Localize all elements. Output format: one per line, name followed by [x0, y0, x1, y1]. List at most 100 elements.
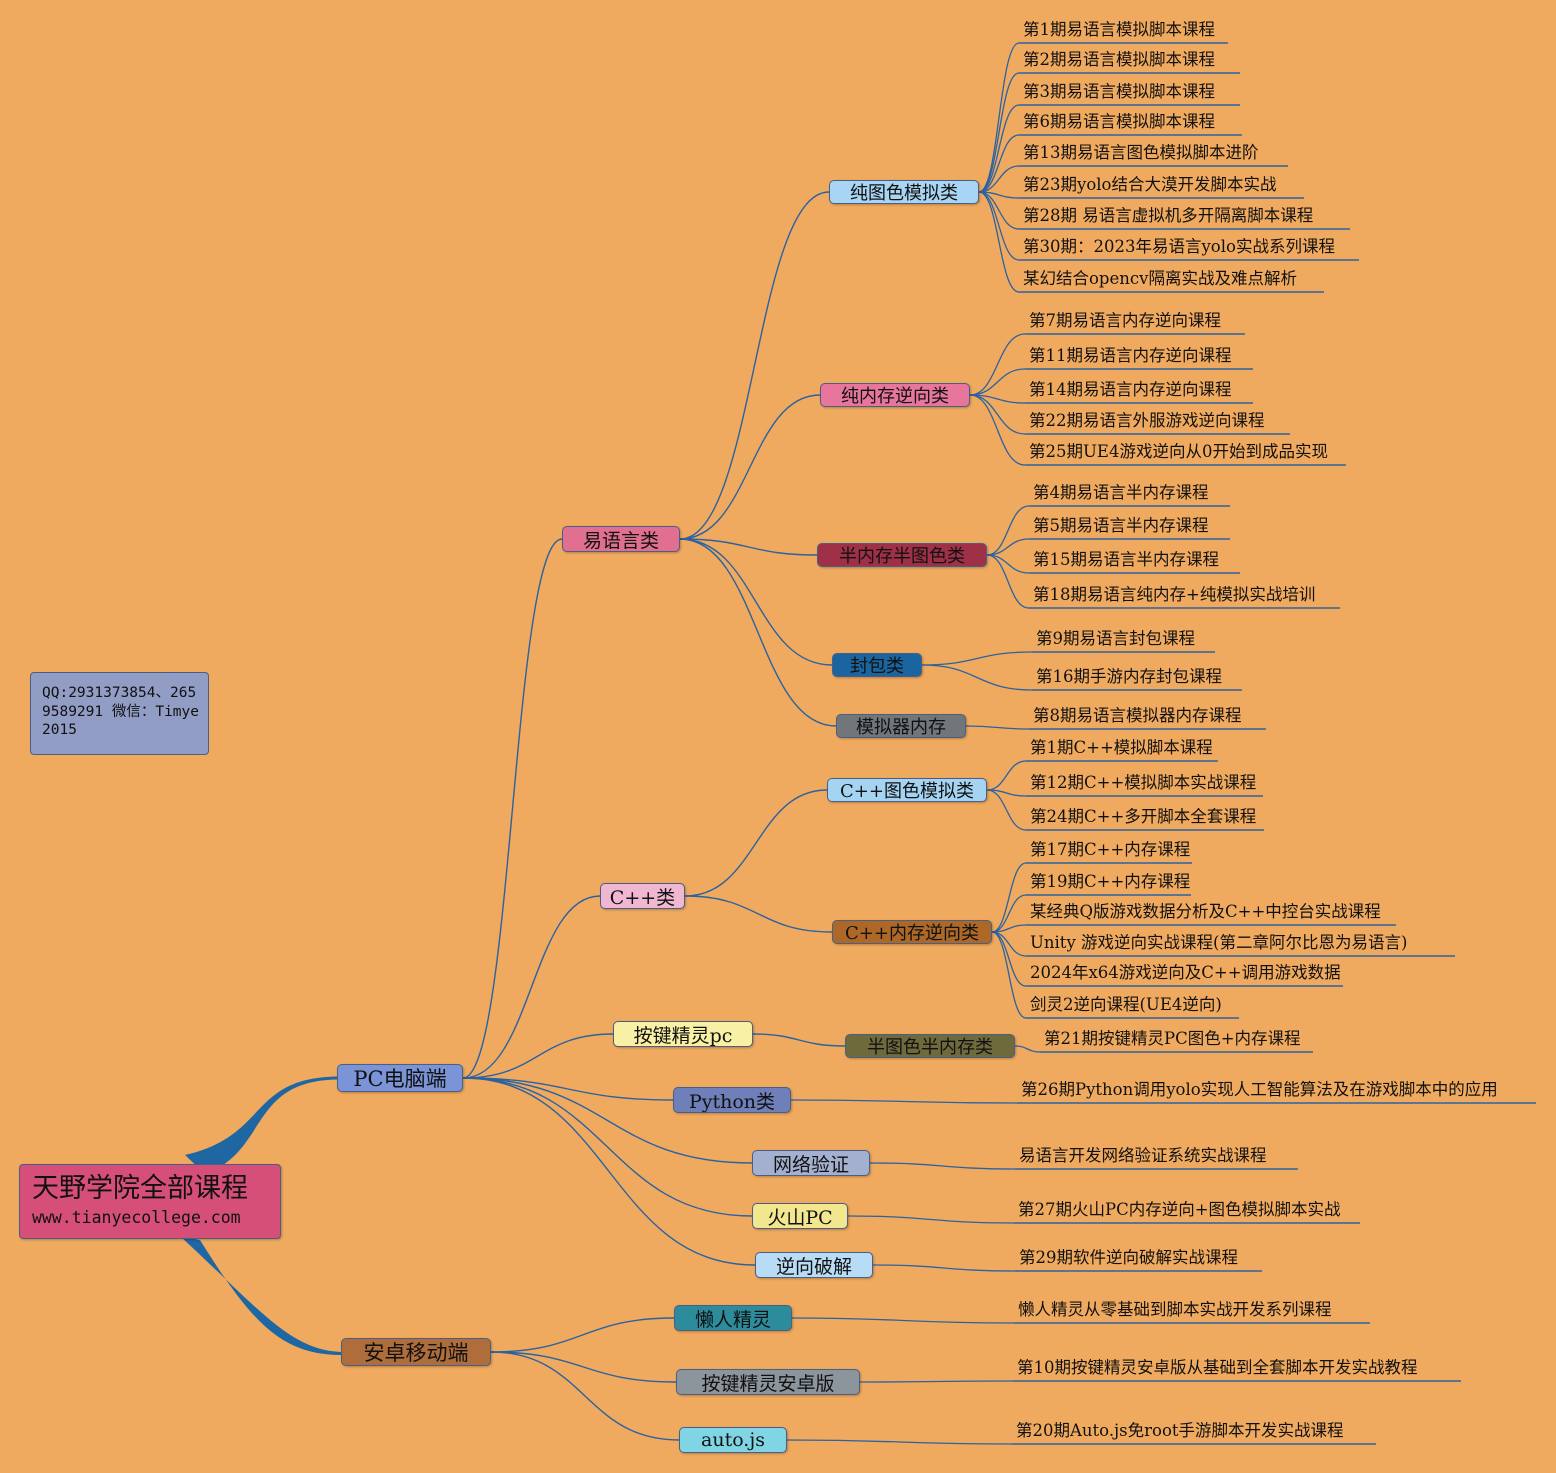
leaf-yy-ts-1[interactable]: 第1期易语言模拟脚本课程 [1023, 20, 1215, 39]
node-ajpc[interactable]: 按键精灵pc [613, 1021, 753, 1047]
leaf-yy-ts-3[interactable]: 第3期易语言模拟脚本课程 [1023, 82, 1215, 101]
leaf-cpp-ts-2[interactable]: 第12期C++模拟脚本实战课程 [1030, 773, 1257, 792]
connector-yy_ts-leaf-9 [978, 191, 1020, 293]
connector-nx-leaf-1 [872, 1264, 1016, 1272]
leaf-cpp-nc-1[interactable]: 第17期C++内存课程 [1030, 840, 1191, 859]
leaf-yy-bn-2[interactable]: 第5期易语言半内存课程 [1033, 516, 1209, 535]
connector-yy-yy_nc [679, 394, 821, 540]
node-yy-ts[interactable]: 纯图色模拟类 [829, 180, 979, 204]
leaf-yy-ts-4[interactable]: 第6期易语言模拟脚本课程 [1023, 112, 1215, 131]
leaf-yy-fb-2[interactable]: 第16期手游内存封包课程 [1036, 667, 1222, 686]
leaf-autojs-1[interactable]: 第20期Auto.js免root手游脚本开发实战课程 [1016, 1421, 1344, 1440]
node-lr[interactable]: 懒人精灵 [674, 1305, 792, 1331]
node-yy-nc[interactable]: 纯内存逆向类 [820, 383, 970, 407]
leaf-yy-bn-4[interactable]: 第18期易语言纯内存+纯模拟实战培训 [1033, 585, 1316, 604]
connector-yy_bn-leaf-2 [986, 538, 1030, 556]
connector-ajaz-leaf-1 [859, 1380, 1014, 1383]
connector-yy_nc-leaf-1 [969, 333, 1026, 396]
leaf-cpp-nc-5[interactable]: 2024年x64游戏逆向及C++调用游戏数据 [1030, 963, 1341, 982]
node-cpp-ts[interactable]: C++图色模拟类 [827, 778, 987, 802]
leaf-yy-ts-2[interactable]: 第2期易语言模拟脚本课程 [1023, 50, 1215, 69]
leaf-yy-bn-1[interactable]: 第4期易语言半内存课程 [1033, 483, 1209, 502]
connector-cpp_nc-leaf-6 [991, 931, 1027, 1019]
connector-yy_bn-leaf-3 [986, 554, 1030, 574]
leaf-aj-bt-1[interactable]: 第21期按键精灵PC图色+内存课程 [1044, 1029, 1301, 1048]
node-yy-bn[interactable]: 半内存半图色类 [817, 543, 987, 567]
node-autojs[interactable]: auto.js [679, 1427, 787, 1453]
leaf-yy-nc-4[interactable]: 第22期易语言外服游戏逆向课程 [1029, 411, 1265, 430]
leaf-cpp-nc-2[interactable]: 第19期C++内存课程 [1030, 872, 1191, 891]
connector-yy-yy_mn [679, 538, 837, 727]
leaf-yy-bn-3[interactable]: 第15期易语言半内存课程 [1033, 550, 1219, 569]
connector-autojs-leaf-1 [786, 1439, 1013, 1445]
leaf-ajaz-1[interactable]: 第10期按键精灵安卓版从基础到全套脚本开发实战教程 [1017, 1358, 1418, 1377]
node-nx[interactable]: 逆向破解 [755, 1252, 873, 1278]
leaf-cpp-nc-6[interactable]: 剑灵2逆向课程(UE4逆向) [1030, 995, 1222, 1014]
connector-pc-net [462, 1077, 753, 1164]
leaf-cpp-ts-3[interactable]: 第24期C++多开脚本全套课程 [1030, 807, 1257, 826]
connector-yy-yy_bn [679, 538, 818, 556]
connector-cpp_nc-leaf-2 [991, 894, 1027, 933]
connector-yy_ts-leaf-3 [978, 104, 1020, 193]
connector-cpp_ts-leaf-3 [986, 789, 1027, 831]
connector-pc-ajpc [462, 1033, 614, 1079]
leaf-net-1[interactable]: 易语言开发网络验证系统实战课程 [1019, 1146, 1267, 1165]
node-cpp-nc[interactable]: C++内存逆向类 [832, 920, 992, 944]
connector-yy_ts-leaf-4 [978, 134, 1020, 193]
root-title: 天野学院全部课程 [32, 1173, 248, 1204]
connector-cpp-cpp_nc [684, 895, 833, 933]
node-aj-bt[interactable]: 半图色半内存类 [845, 1034, 1015, 1058]
connector-hs-leaf-1 [847, 1215, 1015, 1224]
leaf-hs-1[interactable]: 第27期火山PC内存逆向+图色模拟脚本实战 [1018, 1200, 1341, 1219]
root-url: www.tianyecollege.com [32, 1208, 241, 1227]
leaf-lr-1[interactable]: 懒人精灵从零基础到脚本实战开发系列课程 [1018, 1300, 1332, 1319]
leaf-cpp-nc-3[interactable]: 某经典Q版游戏数据分析及C++中控台实战课程 [1030, 902, 1381, 921]
contact-note: QQ:2931373854、2659589291 微信：Timye2015 [30, 672, 209, 755]
leaf-yy-ts-5[interactable]: 第13期易语言图色模拟脚本进阶 [1023, 143, 1259, 162]
leaf-python-1[interactable]: 第26期Python调用yolo实现人工智能算法及在游戏脚本中的应用 [1021, 1080, 1498, 1099]
node-yy[interactable]: 易语言类 [562, 526, 680, 552]
connector-yy_nc-leaf-5 [969, 394, 1026, 466]
connector-ajpc-aj_bt [752, 1033, 846, 1047]
leaf-nx-1[interactable]: 第29期软件逆向破解实战课程 [1019, 1248, 1238, 1267]
leaf-yy-ts-9[interactable]: 某幻结合opencv隔离实战及难点解析 [1023, 269, 1297, 288]
connector-yy-yy_fb [679, 538, 833, 666]
node-net[interactable]: 网络验证 [752, 1150, 870, 1176]
leaf-cpp-nc-4[interactable]: Unity 游戏逆向实战课程(第二章阿尔比恩为易语言) [1030, 933, 1408, 952]
connector-yy_bn-leaf-1 [986, 505, 1030, 556]
leaf-yy-nc-3[interactable]: 第14期易语言内存逆向课程 [1029, 380, 1232, 399]
connector-python-leaf-1 [790, 1099, 1018, 1104]
connector-yy_mn-leaf-1 [965, 725, 1030, 730]
connector-cpp_ts-leaf-1 [986, 760, 1027, 791]
connector-android-autojs [490, 1351, 680, 1441]
node-python[interactable]: Python类 [673, 1087, 791, 1113]
connector-yy_ts-leaf-1 [978, 42, 1020, 193]
node-yy-mn[interactable]: 模拟器内存 [836, 714, 966, 738]
connector-yy-yy_ts [679, 191, 830, 540]
leaf-yy-mn-1[interactable]: 第8期易语言模拟器内存课程 [1033, 706, 1242, 725]
node-pc[interactable]: PC电脑端 [337, 1064, 463, 1092]
leaf-yy-nc-5[interactable]: 第25期UE4游戏逆向从0开始到成品实现 [1029, 442, 1328, 461]
leaf-yy-nc-2[interactable]: 第11期易语言内存逆向课程 [1029, 346, 1232, 365]
leaf-yy-ts-7[interactable]: 第28期 易语言虚拟机多开隔离脚本课程 [1023, 206, 1314, 225]
connector-cpp_nc-leaf-1 [991, 862, 1027, 933]
node-yy-fb[interactable]: 封包类 [832, 653, 922, 677]
connector-pc-yy [462, 538, 563, 1079]
branch-root-to-android [180, 1236, 341, 1355]
node-android[interactable]: 安卓移动端 [341, 1338, 491, 1366]
leaf-yy-ts-6[interactable]: 第23期yolo结合大漠开发脚本实战 [1023, 175, 1277, 194]
node-cpp[interactable]: C++类 [600, 883, 685, 909]
leaf-cpp-ts-1[interactable]: 第1期C++模拟脚本课程 [1030, 738, 1213, 757]
node-ajaz[interactable]: 按键精灵安卓版 [676, 1369, 860, 1395]
connector-pc-python [462, 1077, 674, 1101]
connector-pc-nx [462, 1077, 756, 1266]
node-hs[interactable]: 火山PC [752, 1203, 848, 1229]
leaf-yy-fb-1[interactable]: 第9期易语言封包课程 [1036, 629, 1195, 648]
root-node[interactable]: 天野学院全部课程 www.tianyecollege.com [19, 1164, 281, 1239]
connector-android-ajaz [490, 1351, 677, 1383]
leaf-yy-ts-8[interactable]: 第30期：2023年易语言yolo实战系列课程 [1023, 237, 1335, 256]
leaf-yy-nc-1[interactable]: 第7期易语言内存逆向课程 [1029, 311, 1221, 330]
connector-yy_ts-leaf-5 [978, 165, 1020, 193]
